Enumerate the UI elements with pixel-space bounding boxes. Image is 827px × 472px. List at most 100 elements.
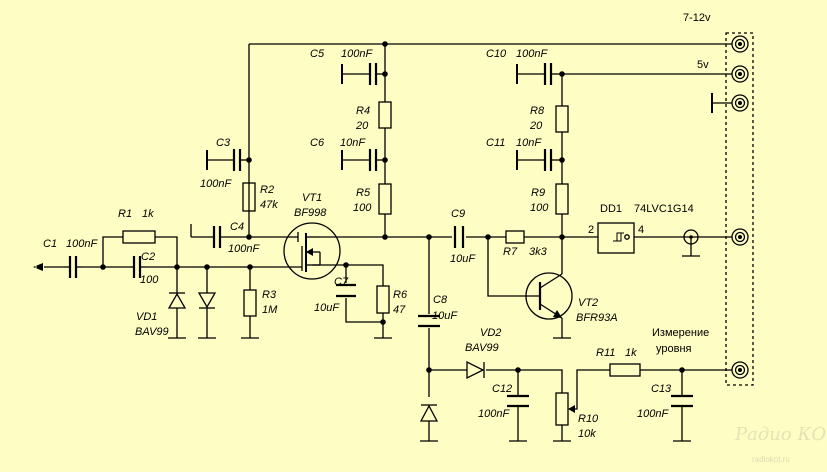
label-r8-value: 20 xyxy=(529,120,543,132)
capacitor-c4 xyxy=(191,226,222,248)
capacitor-c9 xyxy=(453,226,465,248)
watermark-brand: Радио КОТ xyxy=(734,424,827,445)
label-r1-name: R1 xyxy=(118,208,132,220)
level-caption-line2: уровня xyxy=(656,343,692,355)
label-r5-name: R5 xyxy=(356,187,371,199)
label-c12-value: 100nF xyxy=(478,408,510,420)
input-arrow-icon xyxy=(33,263,43,271)
label-r3-value: 1M xyxy=(262,304,278,316)
transistor-vt2-bjt xyxy=(525,272,573,320)
label-dd1-value: 74LVC1G14 xyxy=(634,203,694,215)
label-r5-value: 100 xyxy=(353,202,372,214)
capacitor-c3 xyxy=(206,149,249,171)
label-c8-name: C8 xyxy=(433,294,448,306)
capacitor-c10 xyxy=(516,63,562,85)
capacitor-c2 xyxy=(130,256,146,278)
label-c6-name: C6 xyxy=(310,137,325,149)
label-vd1-value: BAV99 xyxy=(135,326,169,338)
label-c1-value: 100nF xyxy=(66,238,98,250)
label-vd1-name: VD1 xyxy=(136,311,157,323)
schmitt-trigger-dd1 xyxy=(597,222,635,254)
diode-vd1-left xyxy=(167,292,187,309)
label-dd1-pin-in: 2 xyxy=(588,224,594,236)
resistor-r8 xyxy=(555,105,569,133)
resistor-r2 xyxy=(242,182,256,212)
diode-vd1-right xyxy=(197,292,217,309)
capacitor-c8 xyxy=(418,314,440,328)
connector-label-5v: 5v xyxy=(697,59,709,71)
connector-pin-5v xyxy=(731,65,749,83)
label-r8-name: R8 xyxy=(530,105,545,117)
label-r10-name: R10 xyxy=(578,413,599,425)
ground-symbols xyxy=(168,93,713,442)
resistor-r7 xyxy=(505,230,525,244)
label-r6-value: 47 xyxy=(393,304,406,316)
connector-pin-signal xyxy=(731,228,749,246)
label-r7-value: 3k3 xyxy=(529,246,548,258)
label-r11-value: 1k xyxy=(625,347,637,359)
label-vd2-name: VD2 xyxy=(480,327,501,339)
label-r1-value: 1k xyxy=(142,208,154,220)
label-r6-name: R6 xyxy=(393,289,408,301)
capacitor-c7 xyxy=(336,283,356,298)
transistor-vt1-mosfet xyxy=(250,222,341,280)
resistor-r5 xyxy=(378,183,392,215)
label-vd2-value: BAV99 xyxy=(465,342,499,354)
label-c5-name: C5 xyxy=(310,48,325,60)
connector-pin-level xyxy=(731,361,749,379)
label-r7-name: R7 xyxy=(503,246,518,258)
watermark-url: radiokot.ru xyxy=(752,455,790,464)
label-vt1-name: VT1 xyxy=(302,192,322,204)
capacitor-c13 xyxy=(671,394,693,408)
label-r4-name: R4 xyxy=(356,105,370,117)
level-caption-line1: Измерение xyxy=(652,327,709,339)
label-c1-name: C1 xyxy=(43,238,57,250)
label-c9-value: 10uF xyxy=(450,253,476,265)
label-c2-value: 100 xyxy=(140,274,159,286)
capacitor-c1 xyxy=(63,256,82,278)
label-r2-name: R2 xyxy=(260,184,274,196)
label-c13-value: 100nF xyxy=(637,408,669,420)
resistor-r1 xyxy=(122,230,156,244)
wires xyxy=(44,43,732,441)
resistor-r6 xyxy=(376,285,390,314)
label-dd1-name: DD1 xyxy=(600,203,622,215)
label-vt2-name: VT2 xyxy=(578,297,598,309)
label-c10-value: 100nF xyxy=(516,48,548,60)
label-r10-value: 10k xyxy=(578,428,596,440)
label-c11-name: C11 xyxy=(486,137,505,149)
resistor-r4 xyxy=(378,101,392,129)
label-c9-name: C9 xyxy=(451,208,465,220)
label-c13-name: C13 xyxy=(651,383,672,395)
diode-vd2-lower xyxy=(419,404,439,422)
label-c7-name: C7 xyxy=(334,276,349,288)
connector-pin-ground xyxy=(731,94,749,112)
label-vt1-value: BF998 xyxy=(294,207,327,219)
label-c3-value: 100nF xyxy=(200,178,232,190)
label-c5-value: 100nF xyxy=(341,48,373,60)
label-c11-value: 10nF xyxy=(516,137,542,149)
label-r11-name: R11 xyxy=(596,347,615,359)
label-r9-value: 100 xyxy=(530,202,549,214)
label-c2-name: C2 xyxy=(141,251,155,263)
capacitor-c12 xyxy=(507,394,529,408)
label-c8-value: 10uF xyxy=(432,310,458,322)
connector xyxy=(725,32,754,386)
capacitor-c6 xyxy=(341,149,385,171)
labels: 7-12v 5v Измерение уровня C1 100nF R1 1k… xyxy=(43,12,711,440)
label-c3-name: C3 xyxy=(216,137,231,149)
label-c12-name: C12 xyxy=(492,383,512,395)
coax-socket-icon xyxy=(683,229,699,245)
label-c10-name: C10 xyxy=(486,48,507,60)
connector-label-7-12v: 7-12v xyxy=(683,12,711,24)
label-c6-value: 10nF xyxy=(340,137,366,149)
resistor-r3 xyxy=(243,289,257,317)
label-r4-value: 20 xyxy=(355,120,369,132)
label-c4-name: C4 xyxy=(230,221,244,233)
label-c4-value: 100nF xyxy=(228,243,260,255)
label-r3-name: R3 xyxy=(262,289,277,301)
capacitor-c5 xyxy=(341,63,385,85)
potentiometer-r10 xyxy=(555,392,575,426)
label-dd1-pin-out: 4 xyxy=(638,224,644,236)
